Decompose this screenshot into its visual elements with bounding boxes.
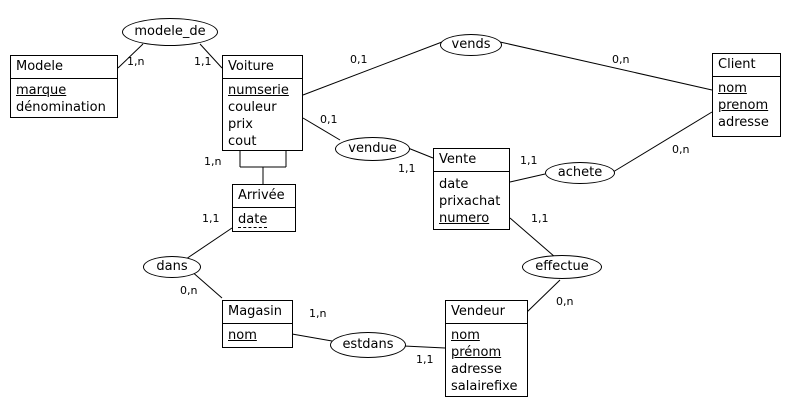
entity-client: Client nom prenom adresse bbox=[712, 53, 781, 137]
entity-attribute-key: prénom bbox=[451, 345, 502, 360]
entity-attribute-key: nom bbox=[718, 81, 747, 96]
cardinality-label: 0,n bbox=[556, 295, 574, 308]
entity-title: Modele bbox=[11, 56, 117, 79]
entity-attribute-key: prenom bbox=[718, 98, 769, 113]
relation-achete: achete bbox=[545, 162, 615, 184]
entity-attribute-partial-key: date bbox=[238, 212, 268, 228]
cardinality-label: 0,1 bbox=[350, 53, 368, 66]
entity-title: Vendeur bbox=[446, 301, 527, 324]
entity-attribute: adresse bbox=[451, 362, 502, 377]
entity-attribute: salairefixe bbox=[451, 379, 518, 394]
cardinality-label: 0,n bbox=[612, 53, 630, 66]
entity-attribute-key: numero bbox=[439, 211, 490, 226]
cardinality-label: 1,1 bbox=[416, 353, 434, 366]
entity-voiture: Voiture numserie couleur prix cout bbox=[222, 55, 303, 151]
entity-vente: Vente date prixachat numero bbox=[433, 148, 510, 230]
entity-magasin: Magasin nom bbox=[222, 300, 293, 348]
cardinality-label: 1,n bbox=[309, 307, 327, 320]
entity-title: Client bbox=[713, 54, 780, 77]
cardinality-label: 1,1 bbox=[520, 154, 538, 167]
entity-attribute: cout bbox=[228, 134, 257, 149]
entity-attribute: prix bbox=[228, 117, 253, 132]
relation-vends: vends bbox=[440, 34, 502, 56]
cardinality-label: 0,1 bbox=[320, 113, 338, 126]
cardinality-label: 0,n bbox=[180, 284, 198, 297]
entity-title: Magasin bbox=[223, 301, 292, 324]
entity-attribute: prixachat bbox=[439, 194, 501, 209]
cardinality-label: 1,1 bbox=[202, 212, 220, 225]
entity-modele: Modele marque dénomination bbox=[10, 55, 118, 118]
entity-title: Voiture bbox=[223, 56, 302, 79]
entity-attribute: couleur bbox=[228, 100, 277, 115]
entity-attribute: dénomination bbox=[16, 100, 106, 115]
relation-estdans: estdans bbox=[330, 332, 406, 358]
entity-attribute-key: numserie bbox=[228, 83, 289, 98]
entity-attribute-key: nom bbox=[228, 328, 257, 343]
entity-attribute-key: nom bbox=[451, 328, 480, 343]
entity-attribute: adresse bbox=[718, 115, 769, 130]
cardinality-label: 1,1 bbox=[194, 55, 212, 68]
cardinality-label: 0,n bbox=[672, 143, 690, 156]
entity-vendeur: Vendeur nom prénom adresse salairefixe bbox=[445, 300, 528, 397]
cardinality-label: 1,1 bbox=[531, 212, 549, 225]
relation-effectue: effectue bbox=[522, 255, 602, 279]
entity-attribute: date bbox=[439, 177, 469, 192]
relation-modele-de: modele_de bbox=[122, 18, 218, 46]
cardinality-label: 1,n bbox=[204, 155, 222, 168]
entity-title: Arrivée bbox=[233, 185, 295, 208]
cardinality-label: 1,1 bbox=[398, 162, 416, 175]
entity-arrivee: Arrivée date bbox=[232, 184, 296, 232]
entity-title: Vente bbox=[434, 149, 509, 172]
relation-dans: dans bbox=[143, 256, 201, 278]
cardinality-label: 1,n bbox=[127, 55, 145, 68]
entity-attribute-key: marque bbox=[16, 83, 67, 98]
relation-vendue: vendue bbox=[335, 137, 410, 161]
